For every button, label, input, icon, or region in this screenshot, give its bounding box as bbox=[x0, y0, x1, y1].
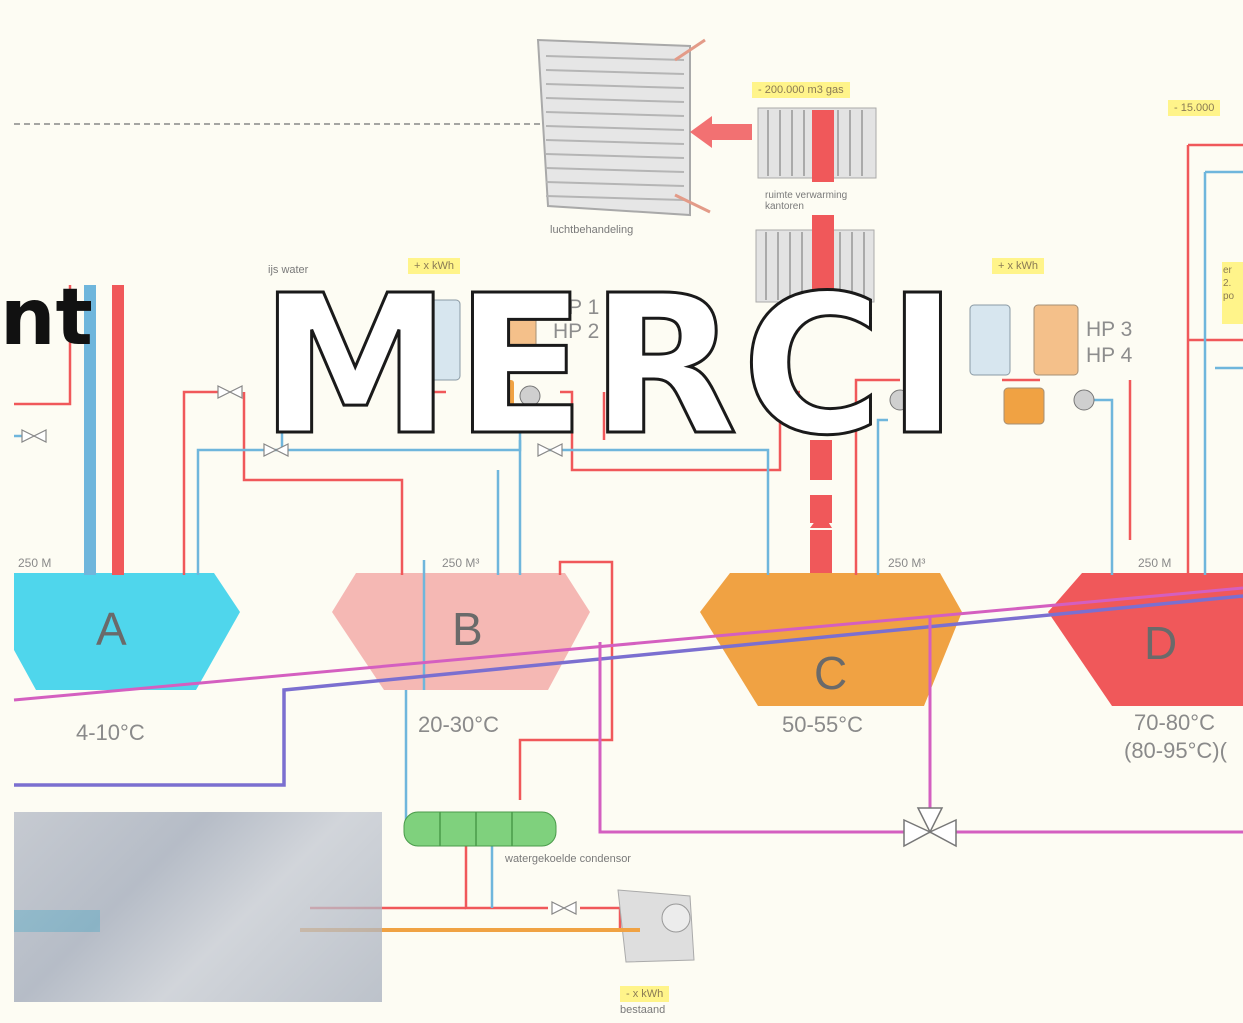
hot-pipes bbox=[14, 143, 1243, 930]
three-way-valve-icon bbox=[903, 807, 957, 848]
hot-pipe bbox=[112, 285, 124, 575]
tank-temperature-alt: (80-95°C)( bbox=[1124, 738, 1227, 763]
tank-letter: A bbox=[96, 603, 127, 655]
tank-b bbox=[332, 573, 590, 690]
magenta-pipe bbox=[13, 586, 1243, 834]
tank-volume: 250 M³ bbox=[442, 556, 480, 570]
heat-pump-icon bbox=[889, 304, 1095, 425]
tank-temperature: 4-10°C bbox=[76, 720, 145, 745]
heat-arrow-icon bbox=[690, 116, 752, 148]
kwh-note: + x kWh bbox=[992, 258, 1045, 274]
side-note: er 2. po bbox=[1222, 262, 1243, 324]
condenser-icon bbox=[403, 811, 557, 847]
hp-4-label: HP 4 bbox=[1086, 344, 1133, 367]
tank-volume: 250 M bbox=[18, 556, 52, 570]
merci-title: MERCI bbox=[258, 255, 963, 478]
tank-temperature: 20-30°C bbox=[418, 712, 499, 737]
radiator-label: ruimte verwarming kantoren bbox=[765, 190, 848, 212]
existing-label: bestaand bbox=[620, 1004, 666, 1016]
purple-pipe bbox=[14, 594, 1243, 787]
ice-water-label: ijs water bbox=[268, 264, 309, 276]
tank-c bbox=[700, 573, 962, 706]
condenser-label: watergekoelde condensor bbox=[505, 853, 631, 865]
kwh-minus-note: - x kWh bbox=[620, 986, 670, 1002]
gas-saving-note-2: - 15.000 bbox=[1168, 100, 1221, 116]
kwh-note: + x kWh bbox=[408, 258, 461, 274]
compressor-photo bbox=[14, 812, 382, 1002]
tank-volume: 250 M³ bbox=[888, 556, 926, 570]
hp-2-label: HP 2 bbox=[553, 320, 600, 343]
cold-pipe bbox=[84, 285, 96, 575]
heat-riser bbox=[810, 110, 834, 578]
tank-d bbox=[1048, 573, 1243, 706]
heat-pump-icon bbox=[419, 299, 541, 410]
tank-letter: B bbox=[452, 603, 483, 655]
cut-off-heading: nt bbox=[0, 273, 93, 363]
tank-letter: C bbox=[814, 647, 848, 699]
valve-icon bbox=[21, 385, 577, 915]
tank-temperature: 70-80°C bbox=[1134, 710, 1215, 735]
air-handling-label: luchtbehandeling bbox=[550, 224, 634, 236]
gas-saving-note: - 200.000 m3 gas bbox=[752, 82, 850, 98]
tank-a bbox=[14, 573, 240, 690]
existing-unit-icon bbox=[617, 889, 695, 963]
tank-volume: 250 M bbox=[1138, 556, 1172, 570]
air-handler-icon bbox=[536, 38, 711, 217]
tank-letter: D bbox=[1144, 617, 1178, 669]
hp-1-label: HP 1 bbox=[553, 296, 600, 319]
tank-temperature: 50-55°C bbox=[782, 712, 863, 737]
hp-3-label: HP 3 bbox=[1086, 318, 1133, 341]
